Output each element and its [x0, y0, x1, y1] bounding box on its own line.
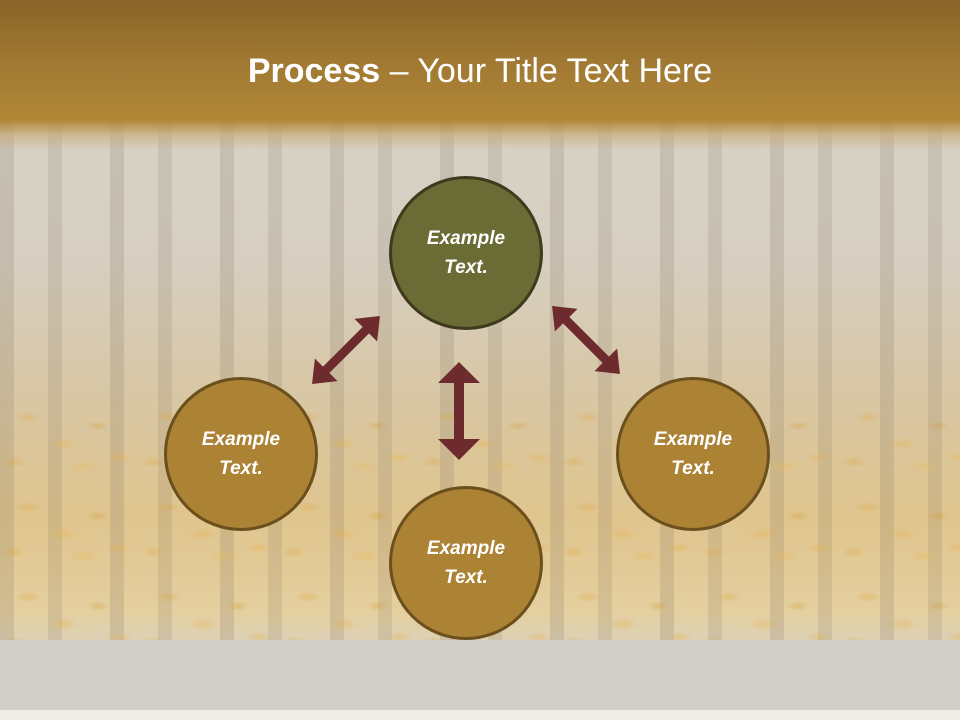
title-rest: – Your Title Text Here [380, 52, 713, 90]
title-bold: Process [247, 52, 381, 90]
road-strip [0, 640, 960, 712]
process-node-bottom: Example Text. [389, 486, 543, 640]
double-arrow-top-right [552, 306, 620, 374]
slide-title: Process – Your Title Text Here [0, 52, 960, 91]
node-label-line1: Example [426, 538, 506, 559]
node-label-line1: Example [201, 429, 281, 450]
title-banner: Process – Your Title Text Here [0, 0, 960, 150]
node-label-line2: Text. [219, 458, 263, 479]
node-label-line2: Text. [671, 458, 715, 479]
road-edge [0, 710, 960, 720]
process-node-top: Example Text. [389, 176, 543, 330]
double-arrow-vertical [438, 362, 480, 460]
node-label-line1: Example [426, 228, 506, 249]
node-label-line1: Example [653, 429, 733, 450]
node-label-line2: Text. [444, 567, 488, 588]
process-node-left: Example Text. [164, 377, 318, 531]
node-label-line2: Text. [444, 257, 488, 278]
double-arrow-top-left [312, 316, 380, 384]
process-node-right: Example Text. [616, 377, 770, 531]
